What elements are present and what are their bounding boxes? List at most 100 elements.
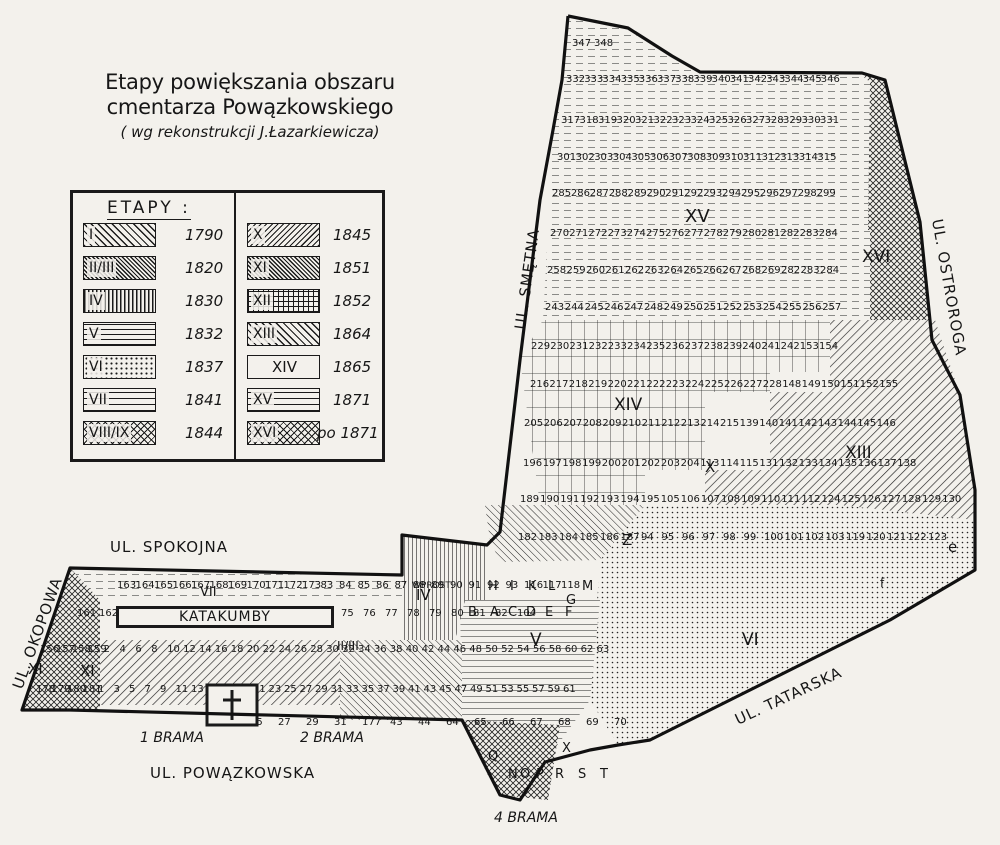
quarter-label: 30 (326, 644, 339, 655)
quarter-label: 170 (247, 580, 266, 591)
quarter-label: 80 (451, 608, 464, 619)
title-line-3: ( wg rekonstrukcji J.Łazarkiewicza) (120, 123, 380, 141)
quarter-label: 3 (114, 684, 120, 695)
quarter-label: 84 (339, 580, 352, 591)
letter-quarter-label: R (555, 767, 564, 782)
quarter-label: 304 (613, 152, 632, 163)
quarter-label: 236 (665, 341, 684, 352)
legend-code: V (87, 325, 101, 343)
quarter-label: 324 (691, 115, 710, 126)
legend-code: X (251, 226, 265, 244)
quarter-label: 192 (580, 494, 599, 505)
quarter-label: 101 (785, 532, 804, 543)
legend-swatch: IV (83, 289, 156, 313)
quarter-label: 154 (819, 341, 838, 352)
quarter-label: 81 (473, 608, 486, 619)
quarter-label: 137 (878, 458, 897, 469)
quarter-label: 44 (418, 717, 431, 728)
quarter-label: 203 (661, 458, 680, 469)
quarter-label: 87 (395, 580, 408, 591)
quarter-label: 307 (669, 152, 688, 163)
quarter-label: 274 (627, 228, 646, 239)
stage-iv-label: IV (416, 586, 431, 604)
quarter-label: 27 (300, 684, 313, 695)
quarter-label: 100 (764, 532, 783, 543)
quarter-label: 296 (760, 188, 779, 199)
letter-quarter-label: E (545, 605, 553, 620)
quarter-label: 220 (608, 379, 627, 390)
quarter-label: 297 (779, 188, 798, 199)
quarter-label: 151 (840, 379, 859, 390)
quarter-label: 63 (597, 644, 610, 655)
legend-swatch: XIII (247, 322, 320, 346)
quarter-label: 78 (407, 608, 420, 619)
quarter-label: 45 (439, 684, 452, 695)
quarter-label: 112 (801, 494, 820, 505)
quarter-label: 333 (584, 74, 603, 85)
quarter-label: 318 (580, 115, 599, 126)
quarter-label: 181 (83, 684, 102, 695)
quarter-label: 219 (588, 379, 607, 390)
stage-xi-region (22, 568, 100, 710)
quarter-label: 198 (562, 458, 581, 469)
chapel (205, 683, 259, 727)
legend-swatch: V (83, 322, 156, 346)
stage-i-region (100, 640, 340, 705)
legend-code: XV (251, 391, 275, 409)
quarter-label: 47 (455, 684, 468, 695)
quarter-label: 315 (817, 152, 836, 163)
stage-xv-region (548, 16, 872, 230)
quarter-label: 255 (783, 302, 802, 313)
letter-quarter-label: B (468, 605, 477, 620)
quarter-label: 43 (390, 717, 403, 728)
quarter-label: 334 (602, 74, 621, 85)
letter-quarter-label: H (488, 579, 498, 594)
letter-quarter-label: K (528, 579, 537, 594)
quarter-label: 263 (645, 265, 664, 276)
quarter-label: 200 (602, 458, 621, 469)
quarter-label: 211 (642, 418, 661, 429)
stage-x-label: X (705, 458, 715, 476)
quarter-label: 276 (665, 228, 684, 239)
letter-quarter-label: L (548, 579, 556, 594)
quarter-label: 280 (742, 228, 761, 239)
quarter-label: 37 (377, 684, 390, 695)
quarter-label: 13 (191, 684, 204, 695)
quarter-label: 18 (231, 644, 244, 655)
quarter-label: 164 (136, 580, 155, 591)
quarter-label: 291 (665, 188, 684, 199)
quarter-label: 259 (567, 265, 586, 276)
quarter-label: 330 (802, 115, 821, 126)
stage-xvi-region (862, 73, 932, 340)
quarter-label: 268 (742, 265, 761, 276)
quarter-label: 287 (590, 188, 609, 199)
gate-4: 4 BRAMA (494, 810, 558, 826)
title-line-2: cmentarza Powązkowskiego (106, 95, 394, 119)
legend-year: 1830 (185, 292, 224, 310)
legend-code: XII (251, 292, 273, 310)
quarter-label: 115 (740, 458, 759, 469)
quarter-label: 246 (604, 302, 623, 313)
quarter-label: 31 (331, 684, 344, 695)
quarter-label: 306 (650, 152, 669, 163)
quarter-label: 206 (544, 418, 563, 429)
quarter-label: 98 (723, 532, 736, 543)
quarter-label: 168 (210, 580, 229, 591)
quarter-label: 313 (780, 152, 799, 163)
stage-xi-label-b: XI (80, 662, 95, 680)
quarter-label: 53 (501, 684, 514, 695)
letter-quarter-label: G (566, 593, 576, 608)
quarter-label: 149 (802, 379, 821, 390)
quarter-label: 83 (321, 580, 334, 591)
quarter-label: 278 (704, 228, 723, 239)
quarter-label: 348 (594, 38, 613, 49)
legend-swatch: XI (247, 256, 320, 280)
quarter-label: 68 (558, 717, 571, 728)
quarter-label: 6 (135, 644, 141, 655)
quarter-e: e (948, 538, 957, 556)
legend-year: 1871 (333, 391, 372, 409)
quarter-label: 314 (799, 152, 818, 163)
quarter-label: 185 (580, 532, 599, 543)
quarter-label: 232 (589, 341, 608, 352)
quarter-label: 239 (723, 341, 742, 352)
